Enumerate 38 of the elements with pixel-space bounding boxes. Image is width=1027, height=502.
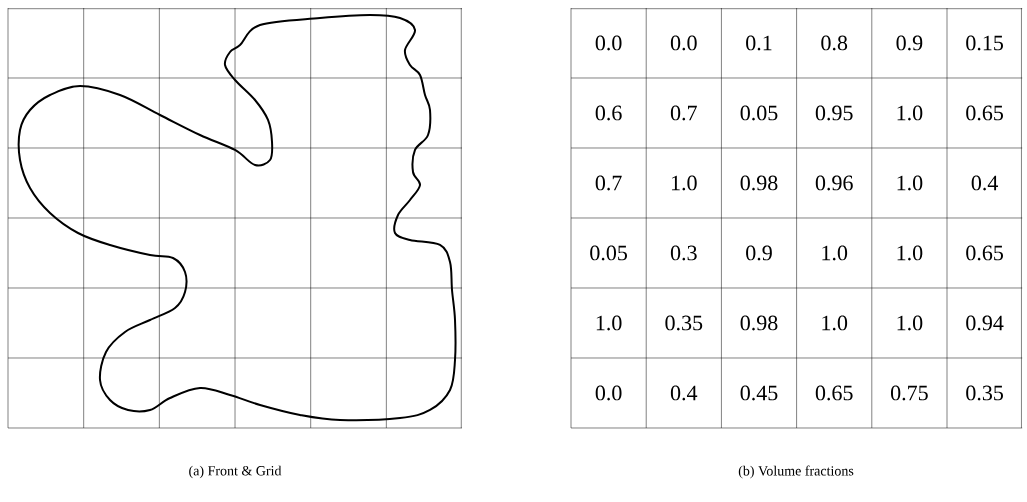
table-cell: 0.7	[670, 105, 697, 121]
table-cell: 0.8	[821, 35, 848, 51]
table-cell: 0.0	[595, 385, 622, 401]
table-cell: 0.6	[595, 105, 622, 121]
table-cell: 0.75	[891, 385, 928, 401]
table-cell: 0.4	[971, 175, 998, 191]
table-cell: 0.98	[740, 315, 778, 331]
caption: (a) Front & Grid	[189, 465, 282, 479]
table-cell: 0.65	[966, 105, 1003, 121]
table-cell: 0.0	[595, 35, 622, 51]
caption: (b) Volume fractions	[738, 465, 854, 479]
table-cell: 0.45	[740, 385, 778, 401]
table-cell: 1.0	[897, 175, 923, 191]
table-cell: 1.0	[822, 245, 848, 261]
table-cell: 0.1	[746, 35, 772, 51]
table-cell: 0.05	[740, 105, 778, 121]
table-cell: 0.0	[670, 35, 697, 51]
table-cell: 0.98	[740, 175, 778, 191]
table-cell: 0.7	[595, 175, 622, 191]
table-cell: 0.35	[966, 385, 1003, 401]
table-cell: 0.3	[670, 245, 697, 261]
table-cell: 0.4	[670, 385, 698, 401]
table-cell: 0.94	[966, 315, 1004, 331]
table-cell: 1.0	[897, 105, 923, 121]
table-cell: 1.0	[672, 175, 697, 191]
table-cell: 0.9	[896, 35, 923, 51]
table-cell: 0.9	[746, 245, 772, 261]
table-cell: 0.35	[665, 315, 703, 331]
table-cell: 0.96	[815, 175, 853, 191]
table-cell: 1.0	[822, 315, 848, 331]
table-cell: 1.0	[897, 245, 923, 261]
table-cell: 0.05	[590, 245, 627, 261]
table-cell: 0.65	[815, 385, 853, 401]
table-cell: 0.65	[966, 245, 1003, 261]
table-cell: 1.0	[596, 315, 622, 331]
table-cell: 0.95	[815, 105, 853, 121]
table-cell: 1.0	[897, 315, 923, 331]
table-cell: 0.15	[966, 35, 1003, 51]
